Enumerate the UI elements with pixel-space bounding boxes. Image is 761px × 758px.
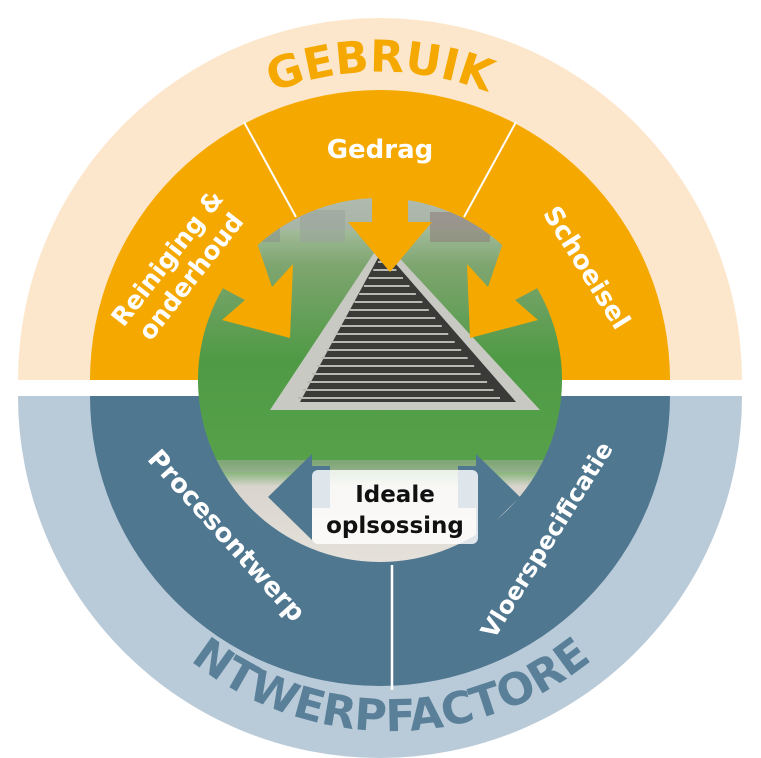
arrow-from-reiniging	[213, 228, 293, 338]
center-label-line1: Ideale	[355, 482, 435, 508]
drain-grate-bars	[298, 261, 500, 399]
center-label-bg	[312, 470, 478, 544]
segment-gedrag-label: Gedrag	[327, 135, 434, 165]
arrow-from-schoeisel	[467, 228, 547, 338]
center-label-line2: oplsossing	[326, 513, 464, 539]
arrow-from-gedrag	[348, 190, 432, 272]
segment-dividers	[243, 121, 517, 690]
